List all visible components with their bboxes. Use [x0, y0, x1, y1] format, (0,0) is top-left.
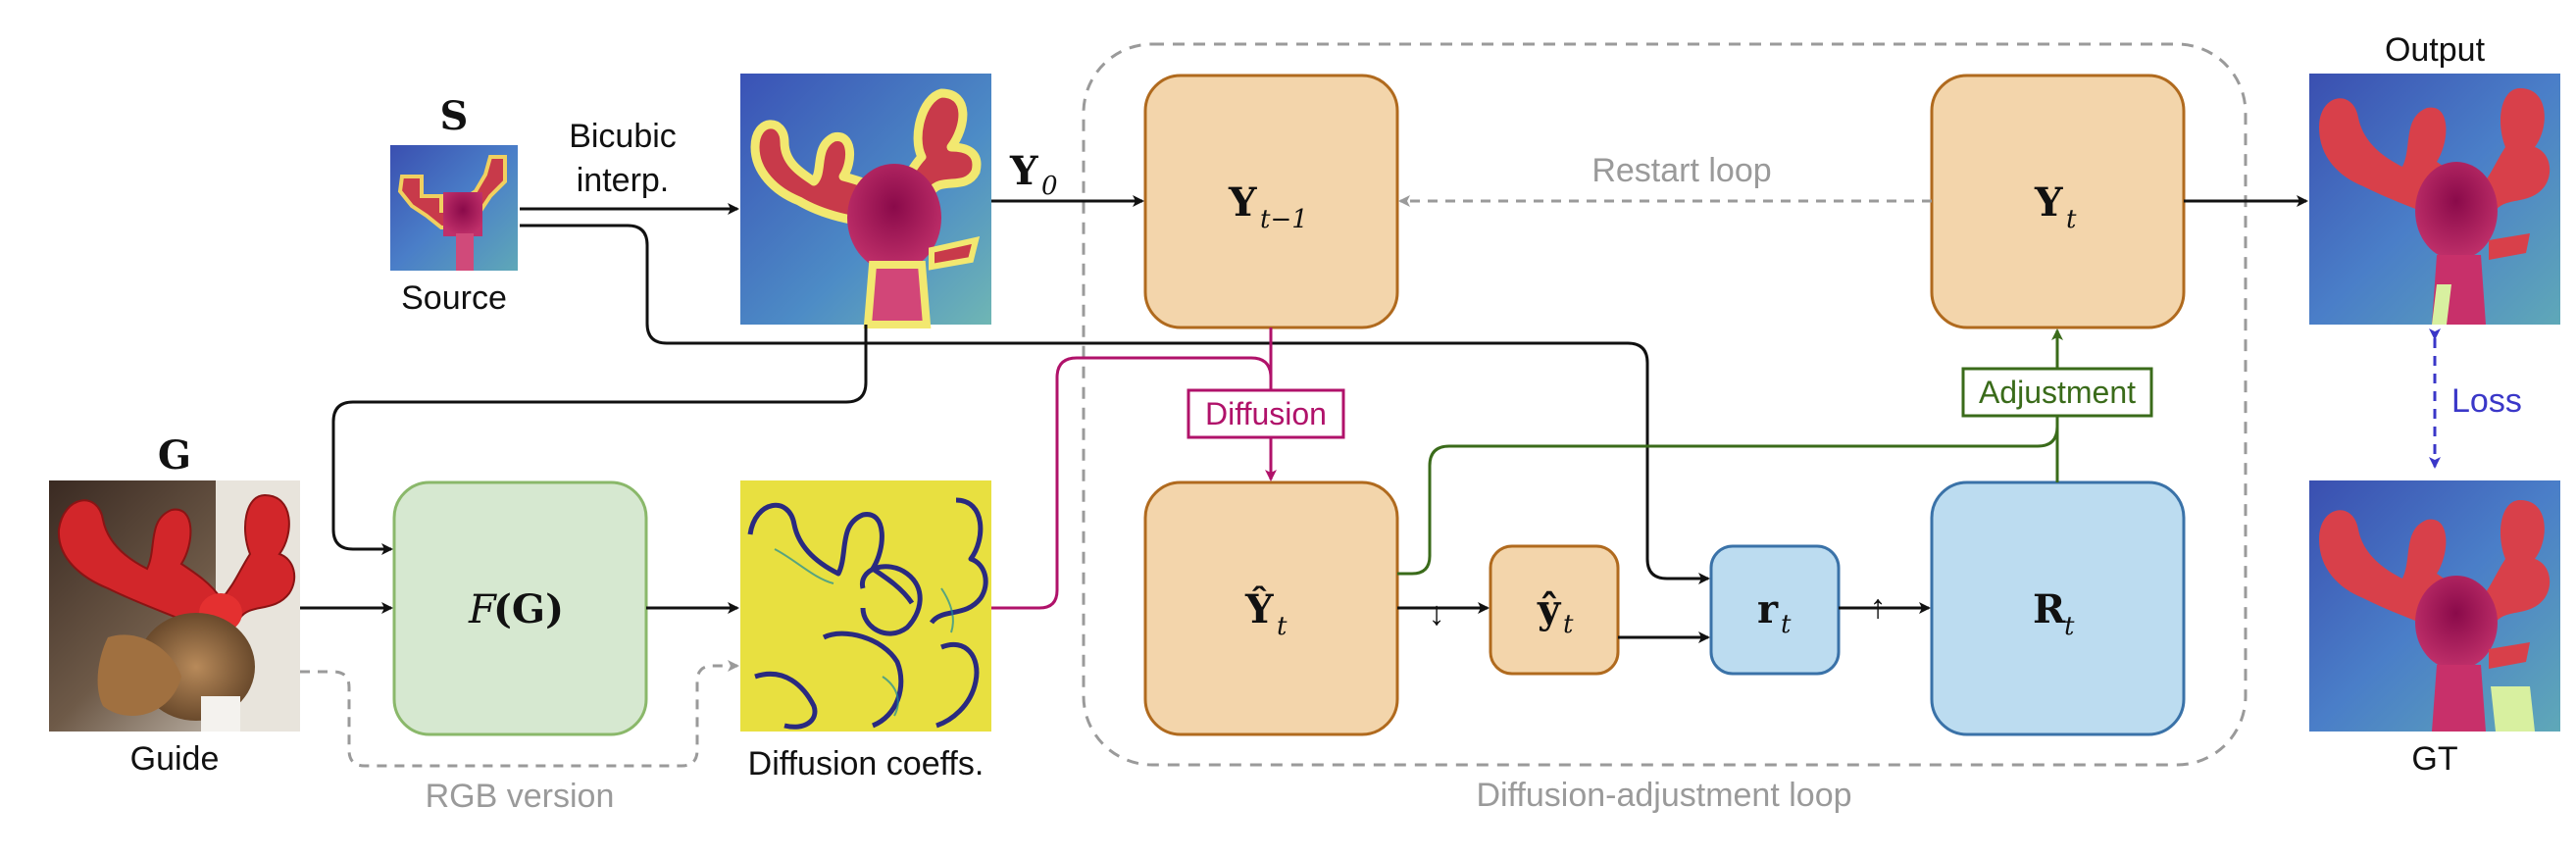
adjustment-tag-box: [1961, 367, 2153, 418]
y-hat-small-t-label: ŷ: [1537, 586, 1562, 632]
y-t-minus-1-label: Y: [1228, 179, 1257, 226]
loss-label: Loss: [2451, 382, 2522, 420]
diffusion-tag: Diffusion: [1205, 396, 1327, 431]
diffusion-coefficients-image: [740, 480, 991, 732]
restart-loop-label: Restart loop: [1591, 152, 1771, 189]
bicubic-label-2: interp.: [577, 162, 670, 199]
output-image: [2309, 74, 2560, 325]
box-y-t-minus-1: [1143, 74, 1399, 329]
diffusion-adjustment-loop-container: [1082, 42, 2248, 767]
y-hat-small-t-sub: t: [1563, 610, 1574, 639]
arrow-adjustment-from-yhat: [1397, 412, 2059, 576]
diffusion-coeffs-caption: Diffusion coeffs.: [748, 745, 985, 782]
guide-image: [49, 480, 300, 732]
r-small-t-label: r: [1757, 586, 1779, 632]
adjustment-tag: Adjustment: [1979, 375, 2136, 410]
r-big-t-label: R: [2033, 586, 2066, 632]
rgb-version-label: RGB version: [426, 778, 615, 815]
arrow-upsampled-to-f: [331, 325, 868, 555]
y-t-minus-1-sub: t−1: [1260, 205, 1308, 234]
f-of-g-prefix: F: [468, 587, 497, 632]
source-image: [390, 145, 518, 271]
loop-label: Diffusion-adjustment loop: [1476, 777, 1851, 814]
source-caption: Source: [401, 279, 507, 317]
y-hat-t-sub: t: [1277, 612, 1288, 641]
upsample-symbol: ↑: [1870, 588, 1887, 626]
y-hat-t-label: Ŷ: [1244, 586, 1274, 632]
f-of-g-arg: (G): [493, 586, 564, 632]
bicubic-label-1: Bicubic: [569, 118, 677, 155]
y0-sub: 0: [1041, 172, 1058, 201]
guide-caption: Guide: [130, 740, 220, 778]
source-symbol: S: [440, 93, 469, 139]
upsampled-image: [740, 74, 991, 328]
box-y-hat-small-t: [1489, 544, 1620, 676]
guide-symbol: G: [158, 432, 191, 479]
diffusion-tag-box: [1187, 388, 1345, 439]
y0-label: Y: [1009, 148, 1038, 194]
y-t-label: Y: [2034, 179, 2063, 226]
r-big-t-sub: t: [2064, 612, 2075, 641]
gt-caption: GT: [2411, 740, 2457, 778]
arrow-diffusion-coeffs: [991, 356, 1273, 610]
box-r-small-t: [1709, 544, 1841, 676]
arrow-rgb-version: [300, 660, 739, 768]
downsample-symbol: ↓: [1429, 595, 1445, 632]
arrow-source-to-r: [520, 224, 1710, 584]
y-t-sub: t: [2066, 205, 2077, 234]
output-caption: Output: [2385, 31, 2486, 69]
gt-image: [2309, 480, 2560, 732]
r-small-t-sub: t: [1781, 610, 1792, 639]
